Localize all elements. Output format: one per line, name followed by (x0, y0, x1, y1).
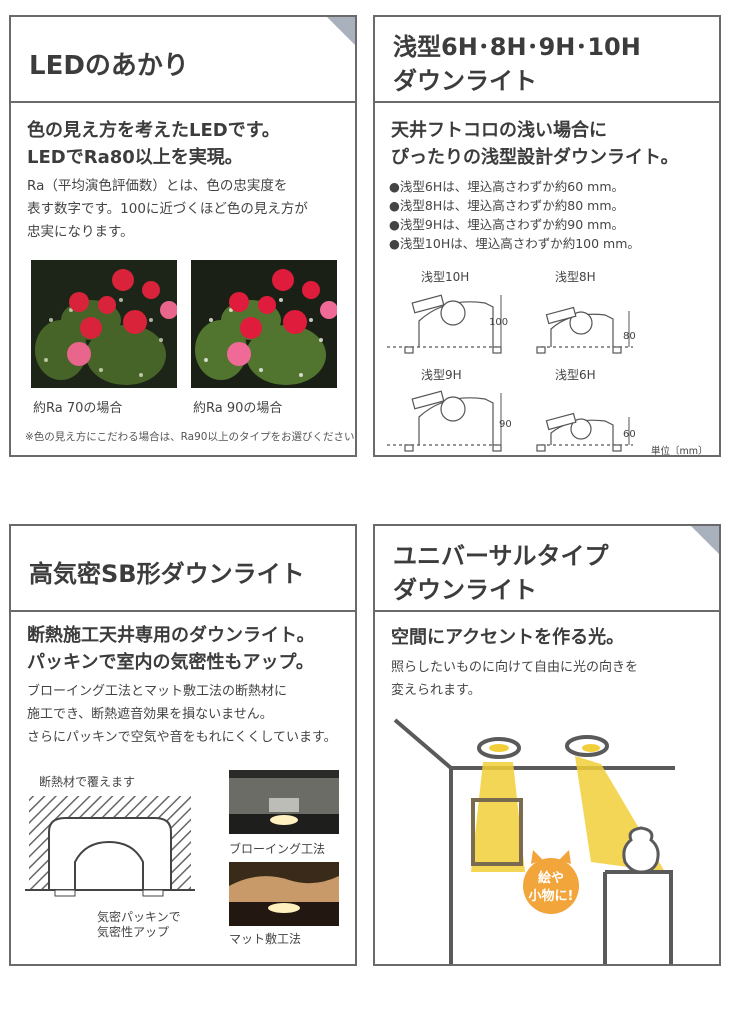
corner-triangle (326, 17, 355, 46)
dim-10h: 100 (489, 317, 508, 328)
bullet-item: ●浅型9Hは、埋込高さわずか約90 mm。 (389, 217, 624, 232)
lead-line: 色の見え方を考えたLEDです。 (27, 120, 280, 141)
packing-line: 気密パッキンで (97, 910, 181, 924)
body-line: Ra（平均演色評価数）とは、色の忠実度を (27, 178, 288, 194)
insulation-diagram (25, 796, 195, 897)
packing-line: 気密性アップ (97, 925, 170, 939)
dim-6h: 60 (623, 429, 636, 440)
badge-line: 小物に! (529, 888, 574, 904)
lead-text: 断熱施工天井専用のダウンライト。 パッキンで室内の気密性もアップ。 (27, 622, 347, 676)
universal-illustration: 絵や 小物に! (393, 718, 675, 964)
label-8h: 浅型8H (555, 270, 596, 284)
dim-8h: 80 (623, 331, 636, 342)
corner-triangle (690, 526, 719, 555)
caption-ra70: 約Ra 70の場合 (33, 401, 123, 416)
label-6h: 浅型6H (555, 368, 596, 382)
packing-label: 気密パッキンで 気密性アップ (97, 910, 181, 940)
bullet-item: ●浅型6Hは、埋込高さわずか約60 mm。 (389, 179, 624, 194)
caption-ra90: 約Ra 90の場合 (193, 401, 283, 416)
caption-blowing: ブローイング工法 (229, 842, 326, 856)
body-text: 照らしたいものに向けて自由に光の向きを 変えられます。 (391, 656, 711, 702)
note-text: ※色の見え方にこだわる場合は、Ra90以上のタイプをお選びください。 (25, 431, 357, 443)
caption-mat: マット敷工法 (229, 932, 302, 946)
body-line: 表す数字です。100に近づくほど色の見え方が (27, 201, 308, 217)
title-text: LEDのあかり (29, 51, 189, 81)
blowing-photo (229, 770, 339, 834)
panel-title: LEDのあかり (11, 17, 355, 103)
lead-line: 天井フトコロの浅い場合に (391, 120, 607, 141)
bullet-list: ●浅型6Hは、埋込高さわずか約60 mm。 ●浅型8Hは、埋込高さわずか約80 … (389, 177, 640, 253)
title-line: ダウンライト (393, 67, 537, 95)
body-text: ブローイング工法とマット敷工法の断熱材に 施工でき、断熱遮音効果を損ないません。… (27, 680, 347, 749)
lead-line: 断熱施工天井専用のダウンライト。 (27, 625, 315, 646)
lead-text: 空間にアクセントを作る光。 (391, 627, 625, 648)
panel-title: 浅型6H･8H･9H･10H ダウンライト (375, 17, 719, 103)
body-line: 照らしたいものに向けて自由に光の向きを (391, 660, 639, 675)
bullet-item: ●浅型10Hは、埋込高さわずか約100 mm。 (389, 236, 640, 251)
dim-9h: 90 (499, 419, 512, 430)
mat-photo (229, 862, 339, 926)
body-line: 忠実になります。 (27, 224, 134, 240)
diagram-8h (536, 306, 633, 354)
panel-airtight-downlight: 高気密SB形ダウンライト 断熱施工天井専用のダウンライト。 パッキンで室内の気密… (9, 524, 357, 966)
diagram-6h (536, 412, 633, 452)
body-line: 変えられます。 (391, 683, 481, 698)
body-text: Ra（平均演色評価数）とは、色の忠実度を 表す数字です。100に近づくほど色の見… (27, 175, 347, 244)
lead-text: 色の見え方を考えたLEDです。 LEDでRa80以上を実現。 (27, 117, 347, 171)
panel-title: 高気密SB形ダウンライト (11, 526, 355, 612)
panel-title: ユニバーサルタイプ ダウンライト (375, 526, 719, 612)
badge-line: 絵や (538, 870, 564, 886)
unit-label: 単位〔mm〕 (651, 445, 708, 457)
label-10h: 浅型10H (421, 270, 469, 284)
bullet-item: ●浅型8Hは、埋込高さわずか約80 mm。 (389, 198, 624, 213)
diagram-10h (387, 294, 502, 354)
title-line: 浅型6H･8H･9H･10H (393, 33, 641, 61)
lead-text: 天井フトコロの浅い場合に ぴったりの浅型設計ダウンライト。 (391, 117, 711, 171)
rose-photo-ra70 (31, 260, 177, 388)
panel-led-light: LEDのあかり 色の見え方を考えたLEDです。 LEDでRa80以上を実現。 R… (9, 15, 357, 457)
panel-shallow-downlight: 浅型6H･8H･9H･10H ダウンライト 天井フトコロの浅い場合に ぴったりの… (373, 15, 721, 457)
rose-photo-ra90 (191, 260, 337, 388)
cover-label: 断熱材で覆えます (39, 775, 136, 789)
body-line: ブローイング工法とマット敷工法の断熱材に (27, 684, 288, 699)
title-text: 高気密SB形ダウンライト (29, 560, 305, 588)
lead-line: パッキンで室内の気密性もアップ。 (27, 652, 314, 673)
title-line: ユニバーサルタイプ (393, 542, 609, 570)
label-9h: 浅型9H (421, 368, 462, 382)
body-line: 施工でき、断熱遮音効果を損ないません。 (27, 707, 273, 722)
diagram-9h (387, 390, 502, 452)
lead-line: LEDでRa80以上を実現。 (27, 147, 243, 168)
lead-line: ぴったりの浅型設計ダウンライト。 (391, 147, 679, 168)
shallow-diagrams: 浅型10H 100 浅型8H 80 浅型9H (387, 270, 708, 457)
panel-universal-downlight: ユニバーサルタイプ ダウンライト 空間にアクセントを作る光。 照らしたいものに向… (373, 524, 721, 966)
body-line: さらにパッキンで空気や音をもれにくくしています。 (27, 730, 337, 745)
title-line: ダウンライト (393, 576, 537, 604)
